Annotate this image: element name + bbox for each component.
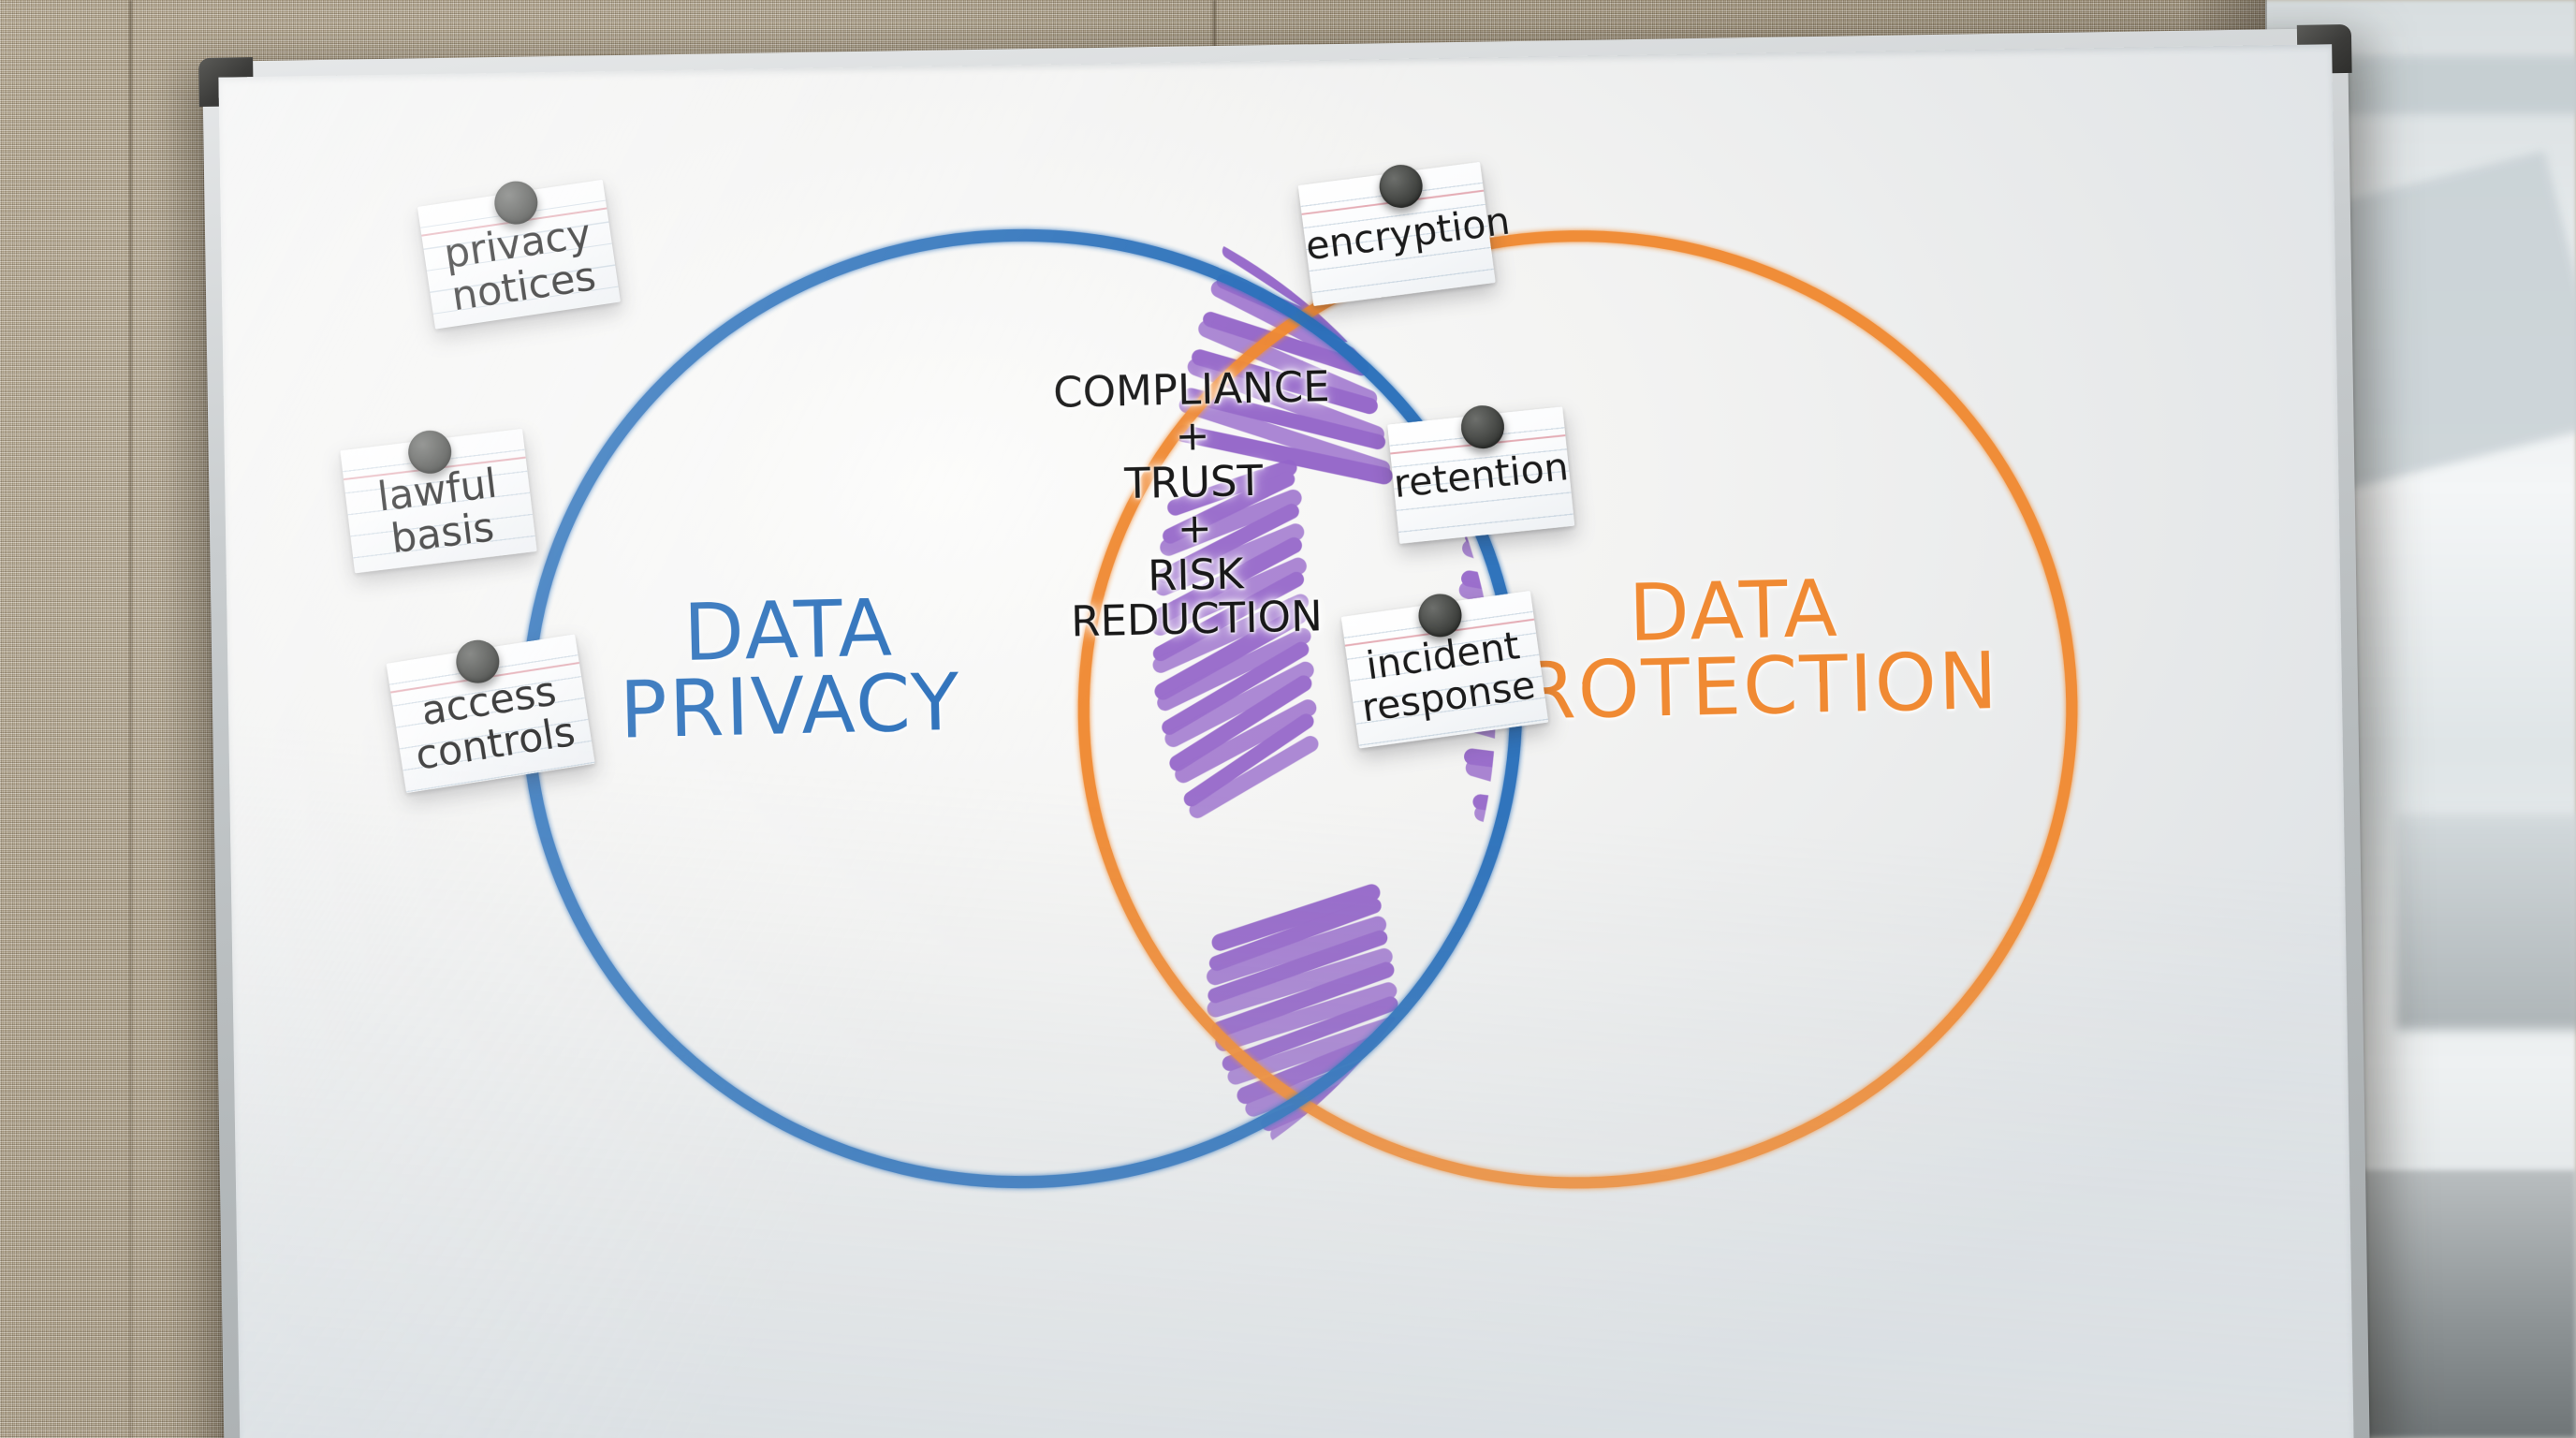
index-card-incident-response[interactable]: incident response: [1340, 590, 1549, 749]
magnet-icon[interactable]: [1376, 162, 1426, 211]
venn-label-left: DATA PRIVACY: [535, 582, 1045, 756]
index-card-lawful-basis[interactable]: lawful basis: [340, 428, 537, 574]
whiteboard: DATA PRIVACY DATA PROTECTION COMPLIANCE …: [187, 23, 2391, 1438]
index-card-label: incident response: [1358, 623, 1539, 731]
index-card-retention[interactable]: retention: [1387, 403, 1575, 544]
overlap-line-trust: TRUST: [1123, 455, 1264, 509]
index-card-label: encryption: [1303, 198, 1513, 270]
index-card-label: lawful basis: [374, 460, 500, 564]
index-card-access-controls[interactable]: access controls: [386, 634, 595, 794]
index-card-label: access controls: [412, 668, 578, 781]
overlap-line-compliance: COMPLIANCE: [1052, 361, 1331, 418]
overlap-line-plus-2: +: [1177, 504, 1213, 553]
overlap-line-plus-1: +: [1175, 412, 1211, 461]
wall-panel-seam-left: [129, 0, 132, 1438]
index-card-privacy-notices[interactable]: privacy notices: [417, 178, 621, 330]
venn-overlap-label: COMPLIANCE + TRUST + RISK REDUCTION: [1027, 361, 1361, 647]
venn-label-left-line2: PRIVACY: [619, 655, 962, 756]
overlap-line-reduction: REDUCTION: [1070, 591, 1324, 647]
index-card-label: privacy notices: [441, 210, 599, 321]
magnet-icon[interactable]: [1458, 403, 1507, 451]
whiteboard-frame: DATA PRIVACY DATA PROTECTION COMPLIANCE …: [198, 23, 2370, 1438]
index-card-encryption[interactable]: encryption: [1297, 161, 1513, 307]
index-card-label: retention: [1391, 444, 1571, 507]
office-desk: [2396, 814, 2576, 1030]
whiteboard-surface: DATA PRIVACY DATA PROTECTION COMPLIANCE …: [218, 44, 2354, 1438]
